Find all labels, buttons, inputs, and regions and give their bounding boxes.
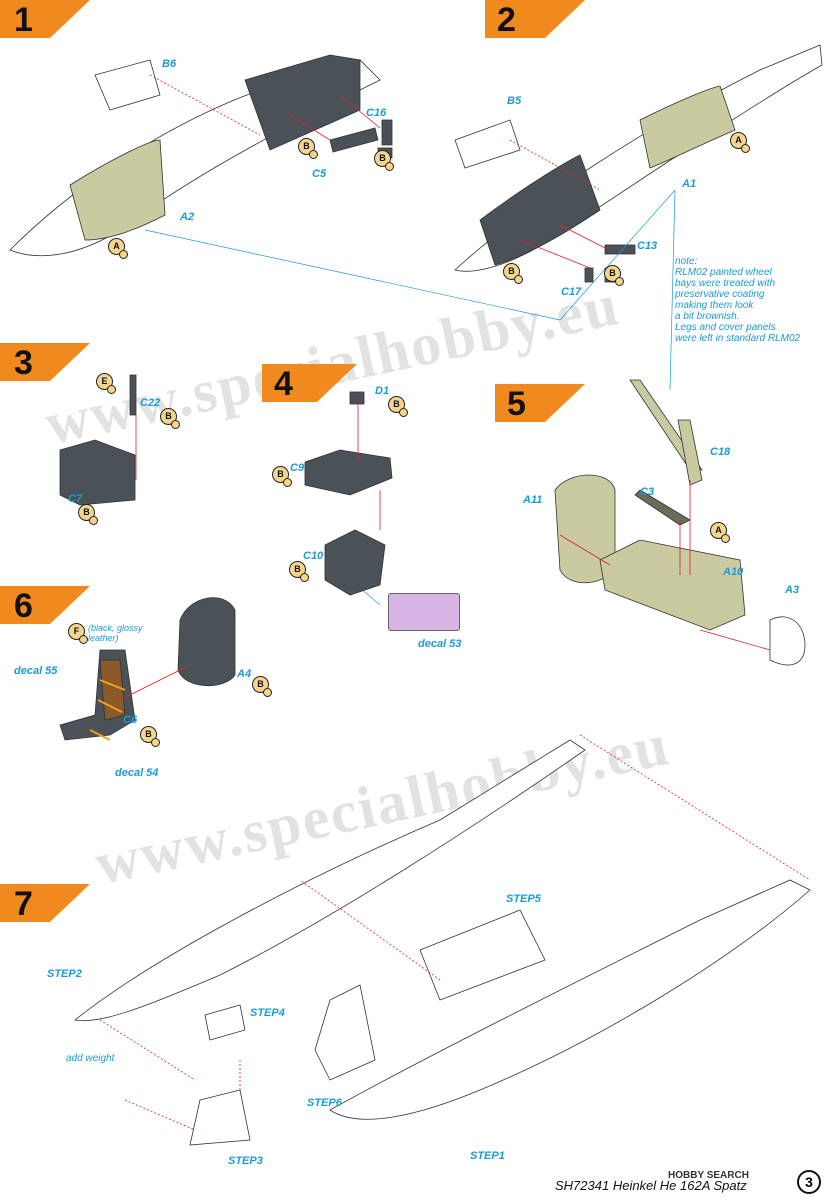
step-number: 2 [497, 1, 516, 39]
color-code-badge: B [503, 263, 523, 284]
part-label: C22 [140, 397, 161, 409]
step4-assembly [304, 391, 393, 596]
step-number: 3 [14, 344, 33, 382]
part-label: C16 [366, 107, 387, 119]
part-label: C9 [290, 462, 305, 474]
badge-tail [721, 534, 730, 543]
step-number: 1 [14, 1, 33, 39]
color-code-badge: B [298, 138, 318, 159]
part-label: A10 [723, 566, 744, 578]
part-label: A4 [237, 668, 252, 680]
step5-guides [559, 480, 771, 651]
part-label: B6 [162, 58, 177, 70]
part-label: C6 [123, 714, 138, 726]
part-label: C13 [637, 240, 658, 252]
blue-reference-lines [144, 189, 676, 606]
part-label: STEP5 [506, 893, 541, 905]
badge-tail [79, 635, 88, 644]
brand-logo: HOBBY SEARCH [668, 1170, 749, 1181]
color-code-badge: B [252, 676, 272, 697]
step-number: 5 [507, 385, 526, 423]
step7-fuselage [74, 739, 811, 1146]
badge-tail [107, 385, 116, 394]
step2-note: note: RLM02 painted wheel bays were trea… [675, 256, 801, 344]
color-code-badge: E [96, 373, 116, 394]
part-label: STEP1 [470, 1150, 505, 1162]
page-number: 3 [797, 1170, 821, 1194]
color-code-badge: F [68, 623, 88, 644]
badge-tail [89, 516, 98, 525]
badge-tail [171, 420, 180, 429]
color-code-badge: B [289, 561, 309, 582]
part-label: STEP3 [228, 1155, 263, 1167]
color-code-badge: B [374, 150, 394, 171]
part-label: C10 [303, 550, 324, 562]
color-code-badge: B [140, 726, 160, 747]
step2-guides [509, 139, 606, 269]
step3-assembly [59, 374, 137, 506]
part-label: B5 [507, 95, 522, 107]
part-label: A1 [682, 178, 697, 190]
color-code-badge: B [388, 396, 408, 417]
badge-tail [119, 250, 128, 259]
step6-assembly [59, 597, 236, 741]
step-7-banner [0, 884, 90, 922]
add-weight-note: add weight [66, 1053, 115, 1064]
badge-tail [615, 277, 624, 286]
step-4-banner [262, 364, 357, 402]
color-code-badge: A [108, 238, 128, 259]
badge-tail [399, 408, 408, 417]
part-label: decal 53 [418, 638, 462, 650]
part-label: C17 [561, 286, 582, 298]
step-5-banner [495, 384, 585, 422]
part-label: D1 [375, 385, 390, 397]
step1-guides [149, 74, 381, 141]
part-label: STEP4 [250, 1007, 285, 1019]
badge-tail [309, 150, 318, 159]
part-label: decal 55 [14, 665, 58, 677]
part-label: STEP6 [307, 1097, 342, 1109]
decal-53-sheet [388, 593, 460, 631]
part-label: A2 [180, 211, 195, 223]
part-label: A3 [785, 584, 800, 596]
badge-tail [263, 688, 272, 697]
footer-title: SH72341 Heinkel He 162A Spatz [555, 1178, 747, 1193]
part-label: decal 54 [115, 767, 159, 779]
step-number: 7 [14, 885, 33, 923]
part-label: C3 [640, 486, 655, 498]
step-number: 4 [274, 365, 293, 403]
part-label: A11 [523, 494, 543, 506]
step-2-banner [485, 0, 585, 38]
color-code-badge: B [160, 408, 180, 429]
step-1-banner [0, 0, 90, 38]
decal-harness-straps [89, 679, 126, 741]
step-3-banner [0, 343, 90, 381]
color-code-badge: B [604, 265, 624, 286]
part-label: C7 [68, 493, 83, 505]
step-6-banner [0, 586, 90, 624]
part-label: C18 [710, 446, 731, 458]
step2-fuselage [454, 44, 823, 272]
seat-color-note: (black, glossy leather) [88, 623, 143, 643]
color-code-badge: A [730, 132, 750, 153]
badge-tail [385, 162, 394, 171]
color-code-badge: B [272, 466, 292, 487]
step-number: 6 [14, 587, 33, 625]
step7-guides [99, 734, 811, 1131]
color-code-badge: B [78, 504, 98, 525]
badge-tail [514, 275, 523, 284]
badge-tail [300, 573, 309, 582]
part-label: C5 [312, 168, 327, 180]
part-label: STEP2 [47, 968, 82, 980]
step5-assembly [554, 379, 806, 666]
badge-tail [283, 478, 292, 487]
badge-tail [151, 738, 160, 747]
step1-fuselage [9, 54, 381, 257]
color-code-badge: A [710, 522, 730, 543]
badge-tail [741, 144, 750, 153]
